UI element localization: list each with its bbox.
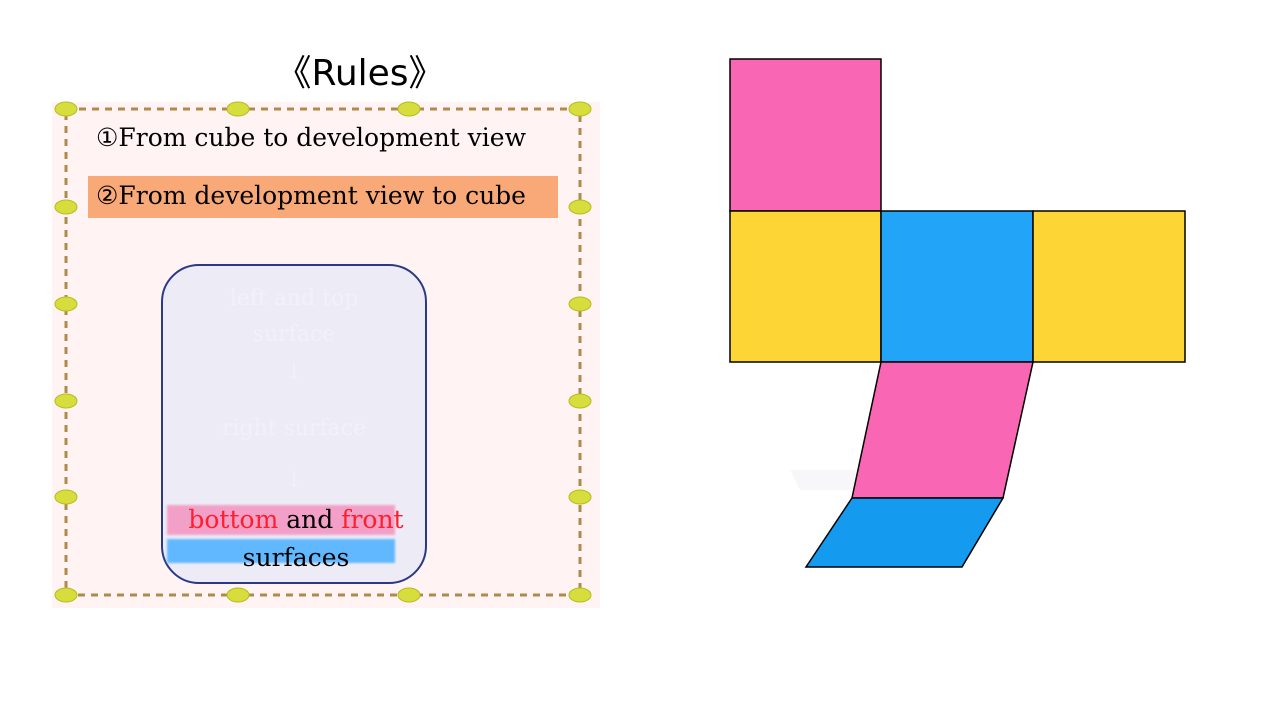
- button-icons: [54, 101, 592, 603]
- rule-1: ①From cube to development view: [96, 123, 526, 152]
- faint-line-3: right surface: [221, 416, 367, 441]
- final-line-1: bottom and front: [161, 504, 431, 536]
- pink-highlight: [167, 505, 395, 535]
- final-line-2: surfaces: [242, 543, 350, 572]
- left-face: [729, 210, 882, 363]
- slide-title: 《Rules》: [275, 53, 445, 94]
- bottom-face: [804, 497, 1005, 568]
- stitched-border: [54, 101, 592, 603]
- faint-line-2: surface: [252, 322, 336, 347]
- word-front: front: [341, 505, 404, 534]
- word-bottom: bottom: [188, 505, 279, 534]
- word-and: and: [286, 505, 334, 534]
- right-face: [1032, 210, 1186, 363]
- faint-arrow-2: ↓: [284, 468, 304, 493]
- center-face: [880, 210, 1034, 363]
- folding-face: [851, 361, 1034, 499]
- cube-net: [729, 58, 1186, 568]
- blue-highlight: [167, 539, 395, 563]
- rule-2-highlighted: ②From development view to cube: [88, 176, 558, 218]
- faint-line-1: left and top: [229, 286, 359, 311]
- stitch-border-svg: [54, 101, 592, 603]
- top-face: [729, 58, 882, 212]
- faint-arrow-1: ↓: [284, 360, 304, 385]
